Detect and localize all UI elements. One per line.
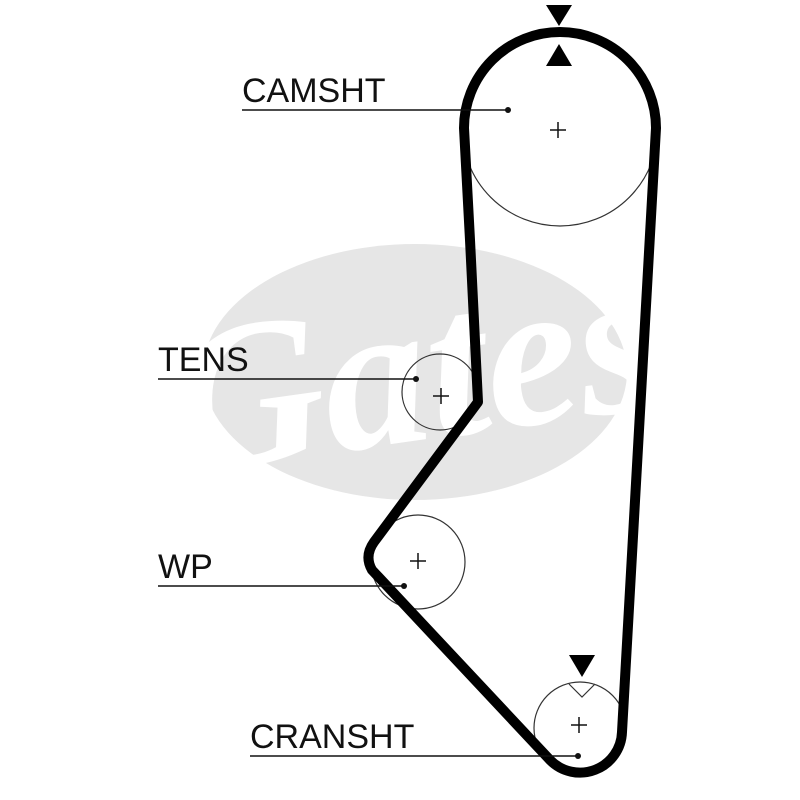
camshaft-timing-mark-top [546, 5, 572, 26]
camshaft-label: CAMSHT [242, 72, 386, 110]
crankshaft-center-mark [571, 717, 587, 733]
tensioner-label: TENS [158, 341, 249, 379]
camshaft-center-mark [550, 122, 566, 138]
crankshaft-timing-mark [569, 655, 595, 677]
tensioner-leader-dot [413, 376, 419, 382]
crankshaft-leader-dot [575, 753, 581, 759]
water-pump-label: WP [158, 548, 213, 586]
camshaft-timing-mark-bottom [546, 44, 572, 66]
water-pump-leader-dot [401, 583, 407, 589]
tensioner-center-mark [433, 388, 449, 404]
timing-belt [363, 27, 661, 778]
crankshaft-notch [568, 683, 596, 698]
camshaft-leader-dot [505, 107, 511, 113]
water-pump-center-mark [410, 553, 426, 569]
crankshaft-label: CRANSHT [250, 718, 414, 756]
